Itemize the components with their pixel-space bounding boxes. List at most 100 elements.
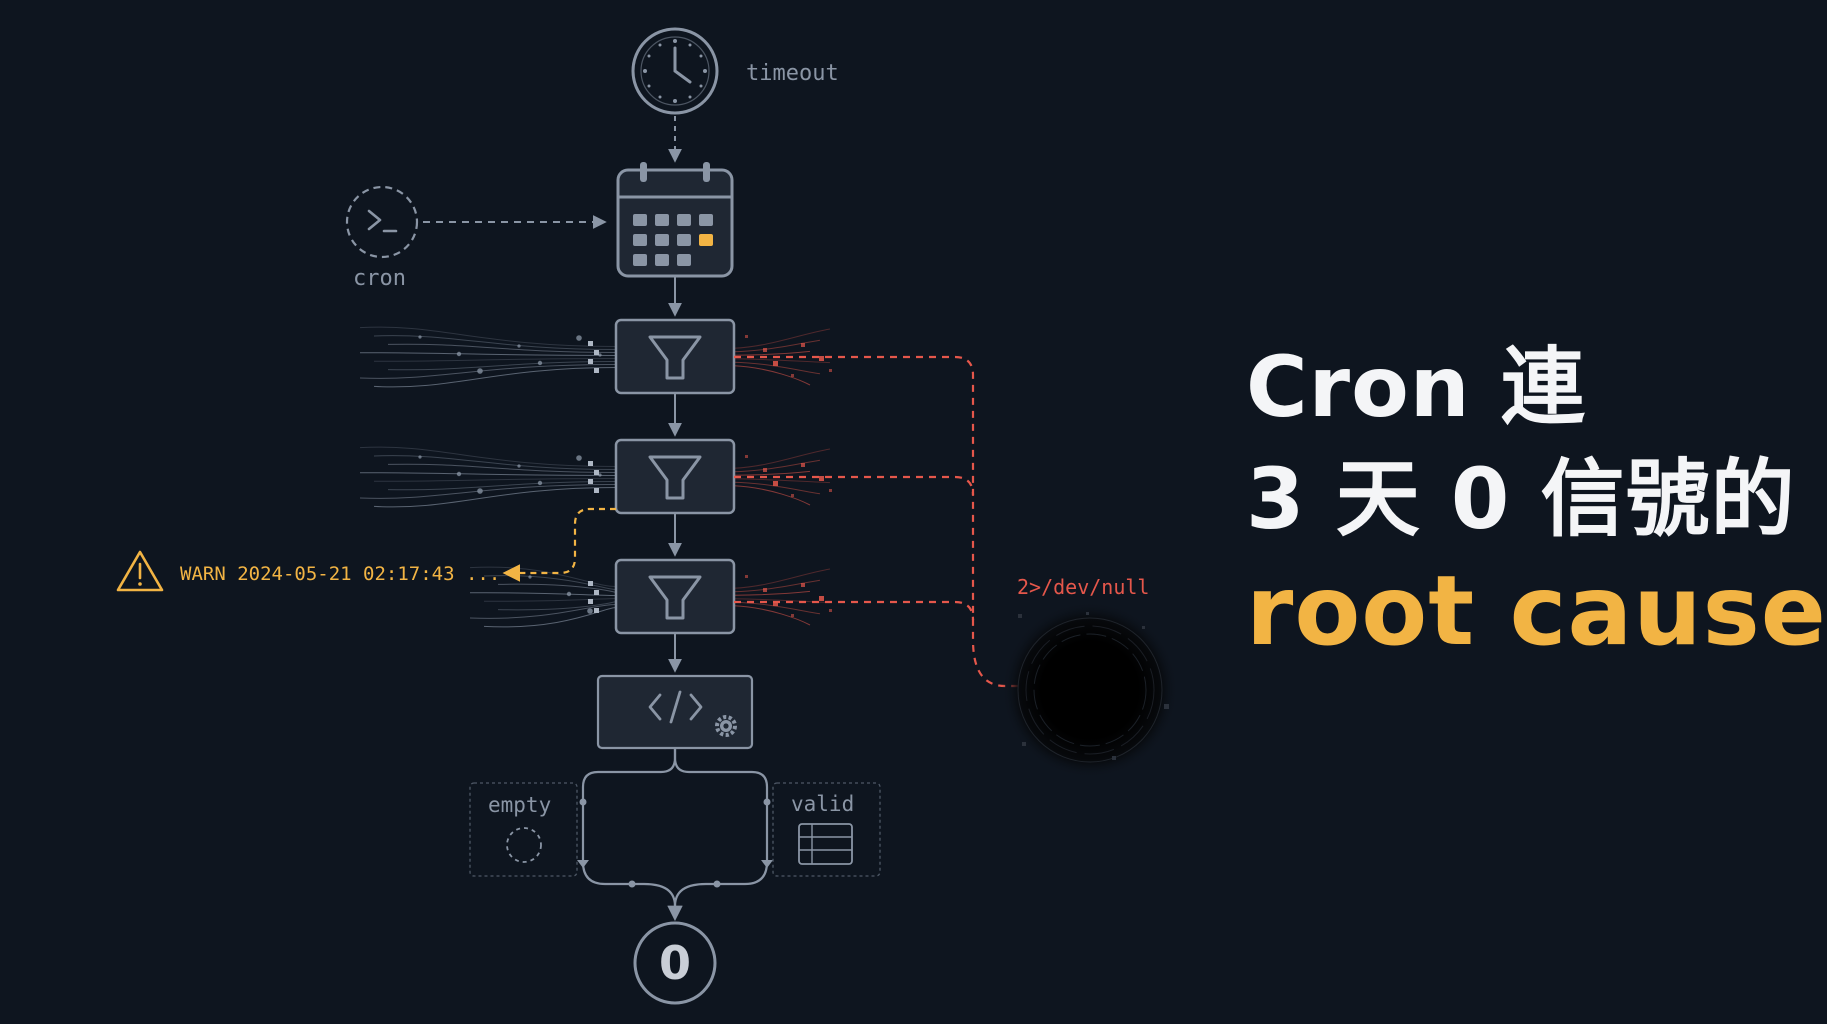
dropped-stream-line — [733, 328, 831, 349]
valid-label: valid — [791, 792, 854, 816]
stream-particle — [576, 335, 582, 341]
stream-particle — [418, 455, 422, 459]
stream-line — [387, 481, 617, 491]
stream-particle — [418, 335, 422, 339]
code-icon — [648, 690, 703, 724]
dropped-particle — [773, 481, 778, 486]
stream-line — [359, 446, 617, 467]
warning-icon — [116, 550, 164, 592]
filter-stage-2 — [614, 438, 736, 515]
dropped-stream-line — [733, 481, 821, 495]
empty-label: empty — [488, 793, 551, 817]
stream-line — [483, 607, 617, 628]
table-icon — [798, 823, 853, 865]
stream-line — [469, 592, 617, 596]
dropped-particle — [801, 343, 805, 347]
stream-line — [359, 484, 617, 499]
dropped-particle — [791, 374, 794, 377]
dropped-stream-line — [733, 568, 831, 589]
result-node — [633, 921, 717, 1005]
stream-particle — [594, 350, 599, 355]
dropped-particle — [829, 369, 832, 372]
warning-connector — [502, 507, 616, 582]
dropped-particle — [801, 583, 805, 587]
filter-stage-1 — [614, 318, 736, 395]
stream-particle — [594, 368, 599, 373]
stream-particle — [537, 480, 543, 486]
dropped-particle — [745, 575, 748, 578]
valid-branch — [772, 782, 881, 877]
stream-line — [387, 343, 617, 353]
stream-particle — [594, 608, 599, 613]
dropped-stream-line — [733, 605, 811, 626]
funnel-icon — [648, 335, 702, 380]
dropped-stream-line — [733, 365, 811, 386]
stream-line — [387, 463, 617, 473]
gear-icon — [715, 715, 737, 737]
discard-connector-2 — [734, 475, 975, 496]
stream-particle — [517, 344, 521, 348]
stream-line — [483, 598, 617, 602]
branch-lines — [581, 748, 769, 922]
dropped-stream-line — [733, 361, 821, 375]
result-value: 0 — [659, 936, 691, 990]
stream-line — [387, 361, 617, 371]
dropped-particle — [829, 609, 832, 612]
dropped-particle — [773, 361, 778, 366]
dropped-particle — [791, 614, 794, 617]
stream-particle — [594, 470, 599, 475]
stream-line — [373, 487, 617, 508]
stream-line — [373, 455, 617, 470]
stream-line — [359, 364, 617, 379]
dropped-stream-line — [733, 459, 821, 473]
stream-line — [483, 575, 617, 590]
dropped-stream-line — [733, 579, 821, 593]
stream-line — [359, 326, 617, 347]
dropped-stream-line — [733, 590, 811, 596]
stream-particle — [456, 471, 462, 477]
discard-connector-3 — [734, 600, 975, 621]
stream-particle — [477, 368, 483, 374]
dropped-stream-line — [733, 358, 831, 364]
dropped-particle — [829, 489, 832, 492]
dropped-particle — [819, 596, 824, 601]
dropped-stream-line — [733, 478, 831, 484]
headline: Cron 連 3 天 0 信號的 root cause — [1246, 345, 1827, 659]
stream-line — [469, 566, 617, 587]
warn-log-text: WARN 2024-05-21 02:17:43 ... — [180, 563, 500, 585]
empty-circle-icon — [506, 827, 542, 863]
cron-label: cron — [353, 266, 406, 291]
stream-particle — [588, 359, 593, 364]
timeout-clock-icon — [631, 27, 719, 115]
funnel-icon — [648, 455, 702, 500]
stream-line — [373, 367, 617, 388]
dropped-stream-line — [733, 598, 831, 604]
stream-line — [469, 604, 617, 619]
dropped-particle — [763, 468, 767, 472]
dropped-particle — [819, 356, 824, 361]
dropped-particle — [745, 335, 748, 338]
funnel-icon — [648, 575, 702, 620]
stream-particle — [537, 360, 543, 366]
stream-particle — [588, 479, 593, 484]
cron-terminal-icon — [345, 185, 419, 259]
stream-particle — [587, 608, 593, 614]
filter-stage-3 — [614, 558, 736, 635]
dropped-stream-line — [733, 601, 821, 615]
stream-particle — [576, 455, 582, 461]
stream-line — [373, 478, 617, 482]
dropped-particle — [763, 588, 767, 592]
dropped-particle — [773, 601, 778, 606]
stream-particle — [588, 599, 593, 604]
headline-line-1: Cron 連 — [1246, 338, 1586, 436]
headline-line-2: 3 天 0 信號的 — [1246, 450, 1796, 548]
dropped-particle — [791, 494, 794, 497]
dropped-stream-line — [733, 339, 821, 353]
devnull-black-hole-icon — [1002, 602, 1178, 778]
dropped-particle — [745, 455, 748, 458]
empty-branch — [469, 782, 578, 877]
dropped-particle — [801, 463, 805, 467]
discard-connector-1 — [734, 355, 1052, 695]
parser-stage — [596, 674, 754, 750]
